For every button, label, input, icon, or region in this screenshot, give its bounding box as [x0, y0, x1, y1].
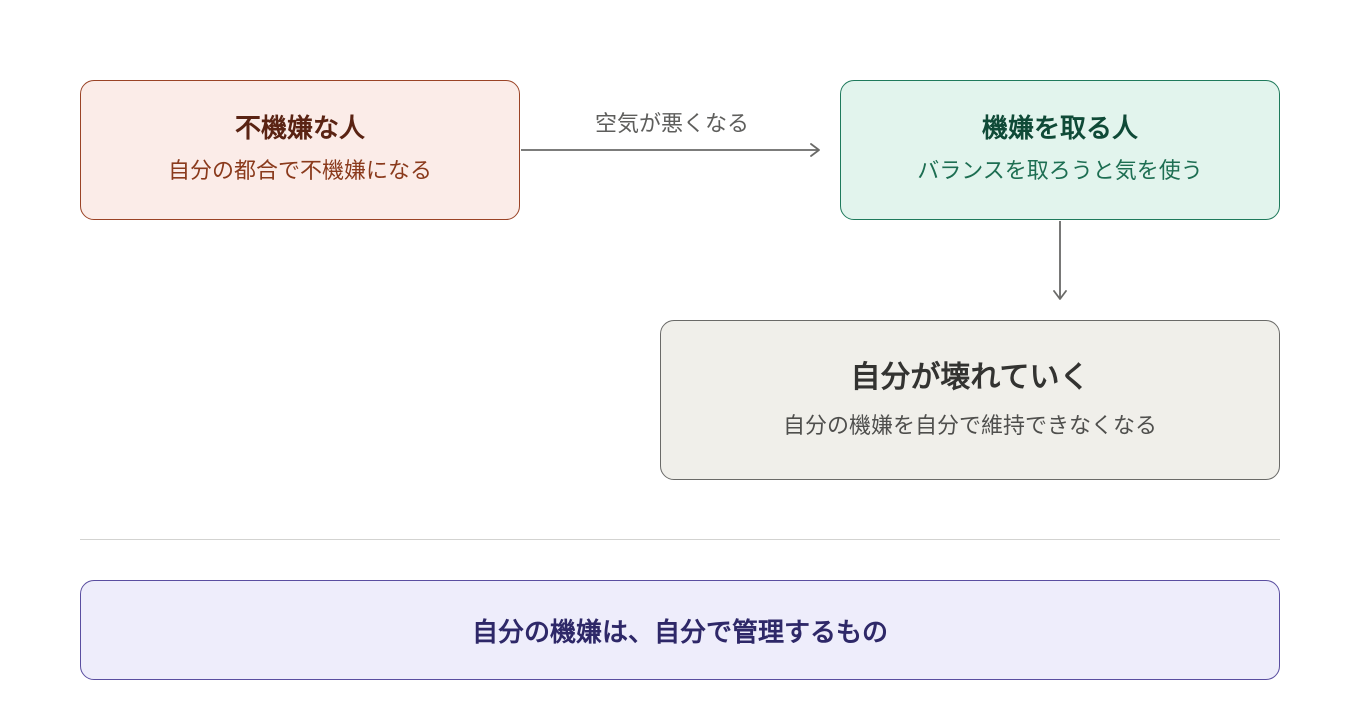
node-breakdown-subtitle: 自分の機嫌を自分で維持できなくなる: [782, 413, 1157, 439]
edge-label-air-gets-bad: 空気が悪くなる: [594, 112, 749, 137]
node-mood-keeper-title: 機嫌を取る人: [981, 114, 1138, 145]
node-breakdown: 自分が壊れていく 自分の機嫌を自分で維持できなくなる: [660, 320, 1280, 480]
conclusion-box: 自分の機嫌は、自分で管理するもの: [80, 580, 1280, 680]
node-moody-person-subtitle: 自分の都合で不機嫌になる: [167, 159, 432, 185]
node-breakdown-title: 自分が壊れていく: [850, 359, 1090, 395]
node-mood-keeper-subtitle: バランスを取ろうと気を使う: [917, 159, 1203, 185]
node-moody-person: 不機嫌な人 自分の都合で不機嫌になる: [80, 80, 520, 220]
node-mood-keeper: 機嫌を取る人 バランスを取ろうと気を使う: [840, 80, 1280, 220]
node-moody-person-title: 不機嫌な人: [234, 114, 365, 145]
conclusion-text: 自分の機嫌は、自分で管理するもの: [471, 617, 888, 648]
section-divider: [80, 539, 1280, 540]
